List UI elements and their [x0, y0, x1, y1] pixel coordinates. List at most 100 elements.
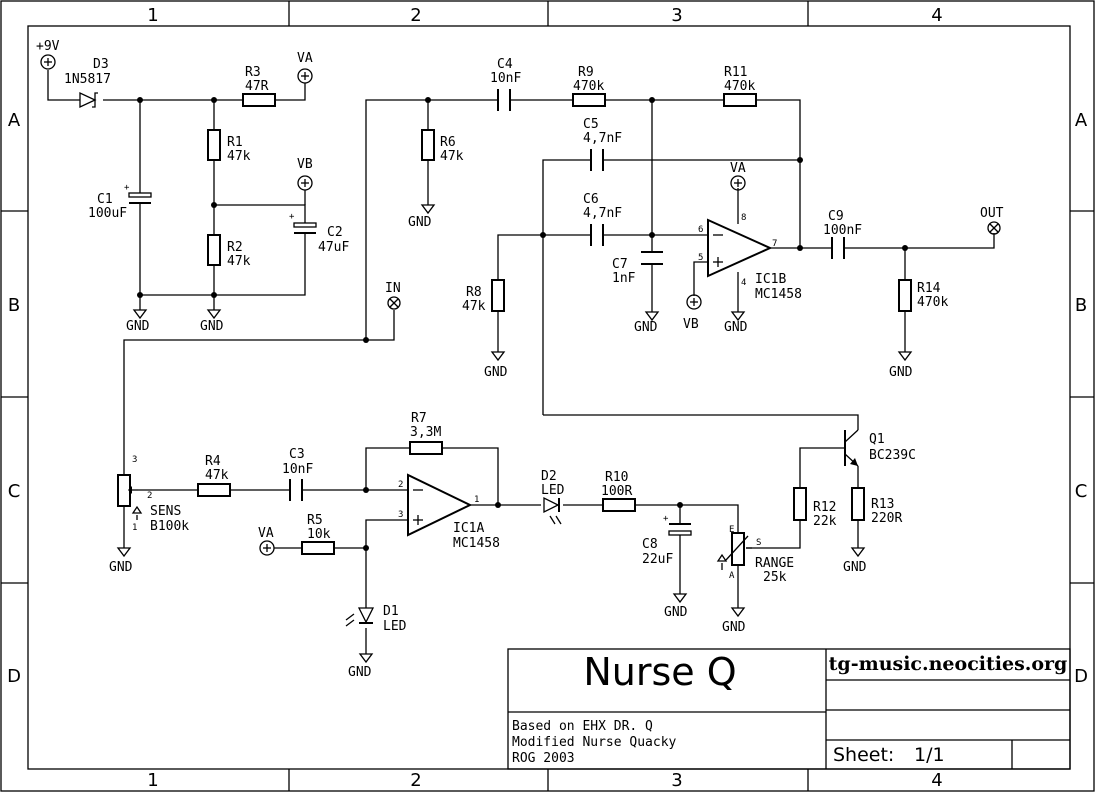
gnd-r14: GND — [889, 351, 913, 380]
r12-value: 22k — [813, 514, 837, 529]
ic1a-value: MC1458 — [453, 536, 500, 551]
r11-ref: R11 — [724, 65, 747, 80]
ic1b-value: MC1458 — [755, 287, 802, 302]
supply-va-r5: VA — [258, 526, 275, 556]
gnd-c8: GND — [664, 593, 688, 620]
diode-d3: D3 1N5817 — [64, 57, 111, 109]
gnd-r8: GND — [484, 351, 508, 380]
row-label-b-right: B — [1075, 295, 1087, 316]
sheet-value: 1/1 — [914, 744, 945, 766]
opamp-ic1b: 6 5 7 8 4 IC1B MC1458 — [698, 213, 802, 302]
resistor-r12: R12 22k — [793, 487, 837, 529]
capacitor-c5: C5 4,7nF — [583, 117, 622, 171]
gnd-c7: GND — [634, 311, 660, 335]
ic1b-pin7: 7 — [772, 239, 777, 249]
note-line-3: ROG 2003 — [512, 751, 575, 766]
capacitor-c2: + C2 47uF — [289, 212, 349, 255]
r10-ref: R10 — [605, 470, 628, 485]
row-label-d-right: D — [1074, 666, 1088, 687]
resistor-r1: R1 47k — [207, 129, 251, 164]
r13-ref: R13 — [871, 497, 894, 512]
ic1b-ref: IC1B — [755, 272, 786, 287]
gnd-ic1b: GND — [724, 311, 748, 335]
c2-ref: C2 — [327, 225, 343, 240]
capacitor-c6: C6 4,7nF — [583, 192, 622, 246]
supply-va-r3: VA — [297, 51, 313, 84]
capacitor-c8: + C8 22uF — [642, 514, 692, 567]
svg-text:+: + — [289, 212, 295, 222]
col-label-3-bottom: 3 — [671, 770, 682, 791]
in-label: IN — [385, 281, 401, 296]
junctions — [137, 97, 908, 551]
input-connector: IN — [385, 281, 401, 310]
opamp-ic1a: 2 3 1 IC1A MC1458 — [398, 473, 500, 551]
r2-ref: R2 — [227, 240, 243, 255]
resistor-r5: R5 10k — [301, 513, 335, 555]
c4-value: 10nF — [490, 71, 521, 86]
d1-ref: D1 — [383, 604, 399, 619]
capacitor-c7: C7 1nF — [612, 251, 663, 286]
c1-ref: C1 — [97, 192, 113, 207]
d3-value: 1N5817 — [64, 72, 111, 87]
r8-value: 47k — [462, 299, 486, 314]
r12-ref: R12 — [813, 500, 836, 515]
row-label-d: D — [7, 666, 21, 687]
q1-value: BC239C — [869, 448, 916, 463]
gnd-range-label: GND — [722, 620, 746, 635]
gnd-c8-label: GND — [664, 605, 688, 620]
gnd-r2: GND — [200, 309, 224, 334]
gnd-c1-label: GND — [126, 319, 150, 334]
r7-ref: R7 — [411, 411, 427, 426]
r3-value: 47R — [245, 79, 269, 94]
potentiometer-range: S E A RANGE 25k — [716, 525, 794, 585]
c9-ref: C9 — [828, 209, 844, 224]
row-label-a-right: A — [1075, 110, 1088, 131]
title-text: Nurse Q — [583, 650, 736, 694]
d1-value: LED — [383, 619, 407, 634]
gnd-r13: GND — [843, 547, 867, 575]
c8-ref: C8 — [642, 537, 658, 552]
r5-ref: R5 — [307, 513, 323, 528]
row-label-c: C — [8, 481, 21, 502]
gnd-r8-label: GND — [484, 365, 508, 380]
c3-ref: C3 — [289, 447, 305, 462]
col-label-3: 3 — [671, 5, 682, 26]
q1-ref: Q1 — [869, 432, 885, 447]
col-label-2: 2 — [410, 5, 421, 26]
c7-ref: C7 — [612, 257, 628, 272]
c6-ref: C6 — [583, 192, 599, 207]
resistor-r7: R7 3,3M — [409, 411, 443, 455]
resistor-r3: R3 47R — [242, 65, 276, 107]
resistor-r2: R2 47k — [207, 234, 251, 269]
d3-ref: D3 — [93, 57, 109, 72]
capacitor-c4: C4 10nF — [490, 57, 521, 111]
capacitor-c9: C9 100nF — [823, 209, 862, 259]
sens-ref: SENS — [150, 504, 181, 519]
r1-value: 47k — [227, 149, 251, 164]
row-label-c-right: C — [1075, 481, 1088, 502]
ic1a-pin3: 3 — [398, 510, 403, 520]
r1-ref: R1 — [227, 135, 243, 150]
c3-value: 10nF — [282, 462, 313, 477]
col-label-4-bottom: 4 — [931, 770, 942, 791]
c2-value: 47uF — [318, 240, 349, 255]
va-label-r3: VA — [297, 51, 313, 66]
grid-labels: 1 2 3 4 1 2 3 4 A B C D A B C D — [7, 5, 1088, 791]
c5-value: 4,7nF — [583, 131, 622, 146]
gnd-r13-label: GND — [843, 560, 867, 575]
vb-label-ic1b: VB — [683, 317, 699, 332]
gnd-r2-label: GND — [200, 319, 224, 334]
col-label-1-bottom: 1 — [147, 770, 158, 791]
c4-ref: C4 — [497, 57, 513, 72]
svg-text:+: + — [663, 514, 669, 524]
c9-value: 100nF — [823, 223, 862, 238]
sheet-label: Sheet: — [833, 744, 894, 766]
c6-value: 4,7nF — [583, 206, 622, 221]
resistor-r14: R14 470k — [898, 279, 948, 312]
r9-ref: R9 — [578, 65, 594, 80]
ic1a-pin2: 2 — [398, 480, 403, 490]
out-label: OUT — [980, 206, 1004, 221]
c8-value: 22uF — [642, 552, 673, 567]
row-label-a: A — [8, 110, 21, 131]
resistor-r4: R4 47k — [197, 454, 231, 497]
